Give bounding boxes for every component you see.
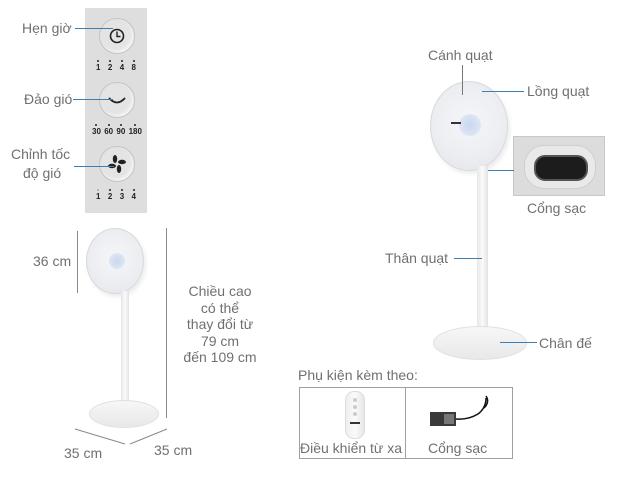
base-width-label: 35 cm — [64, 445, 103, 461]
accessories-title: Phụ kiện kèm theo: — [298, 367, 418, 383]
base-dimension-arrows — [74, 428, 168, 445]
charger-adapter-icon — [430, 395, 489, 426]
charging-port-closeup — [513, 136, 605, 196]
fan-hub — [109, 253, 125, 269]
swing-options: 30 60 90 180 — [92, 124, 142, 136]
speed-label-line1: Chỉnh tốc — [11, 146, 71, 162]
total-height-text: Chiều cao có thể thay đổi từ 79 cm đến 1… — [176, 283, 264, 366]
clock-icon — [109, 28, 125, 44]
swing-button — [99, 82, 135, 118]
height-line-1: Chiều cao — [188, 283, 252, 299]
swing-label: Đảo gió — [24, 91, 73, 107]
usb-c-port-icon — [534, 155, 588, 181]
port-callout-line — [488, 170, 514, 171]
control-panel: 1 2 4 8 30 60 90 180 1 2 3 4 — [85, 8, 147, 213]
brand-logo — [451, 122, 461, 124]
accessories-table — [299, 387, 513, 459]
timer-callout-line — [75, 28, 113, 29]
body-label: Thân quạt — [385, 250, 449, 266]
fan-pole-dimension — [121, 291, 129, 411]
accessories-divider — [405, 387, 406, 459]
head-height-label: 36 cm — [33, 253, 72, 269]
base-depth-label: 35 cm — [154, 442, 193, 458]
height-line-3: thay đổi từ — [186, 316, 254, 332]
speed-label-line2: độ gió — [23, 165, 62, 181]
timer-label: Hẹn giờ — [22, 20, 72, 36]
speed-callout-line — [74, 166, 114, 167]
speed-button — [99, 146, 135, 182]
blade-callout-line — [462, 65, 463, 95]
fan-head-parts — [430, 81, 508, 171]
remote-control-icon — [345, 391, 365, 439]
height-line-2: có thể — [200, 299, 240, 316]
blade-label: Cánh quạt — [428, 47, 493, 63]
height-line-5: đến 109 cm — [183, 349, 257, 365]
timer-button — [99, 18, 135, 54]
charging-port-label: Cổng sạc — [527, 200, 587, 216]
accessory-charger-label: Cổng sạc — [428, 440, 488, 456]
cage-callout-line — [482, 91, 524, 92]
base-label: Chân đế — [539, 335, 592, 351]
height-line-4: 79 cm — [200, 332, 240, 349]
fan-head-dimension — [86, 228, 144, 294]
cage-label: Lồng quạt — [527, 83, 590, 99]
head-height-arrow — [77, 231, 78, 293]
timer-options: 1 2 4 8 — [96, 60, 136, 72]
swing-callout-line — [73, 99, 113, 100]
accessory-remote-label: Điều khiển từ xa — [300, 440, 402, 456]
fan-base-dimension — [89, 400, 159, 428]
swing-icon — [108, 97, 126, 104]
fan-pole-parts — [477, 166, 488, 334]
total-height-arrow — [166, 228, 167, 418]
fan-icon — [108, 155, 126, 173]
speed-options: 1 2 3 4 — [96, 189, 136, 201]
fan-base-parts — [433, 326, 527, 360]
fan-hub — [459, 114, 481, 136]
base-callout-line — [500, 342, 537, 343]
body-callout-line — [454, 258, 482, 259]
